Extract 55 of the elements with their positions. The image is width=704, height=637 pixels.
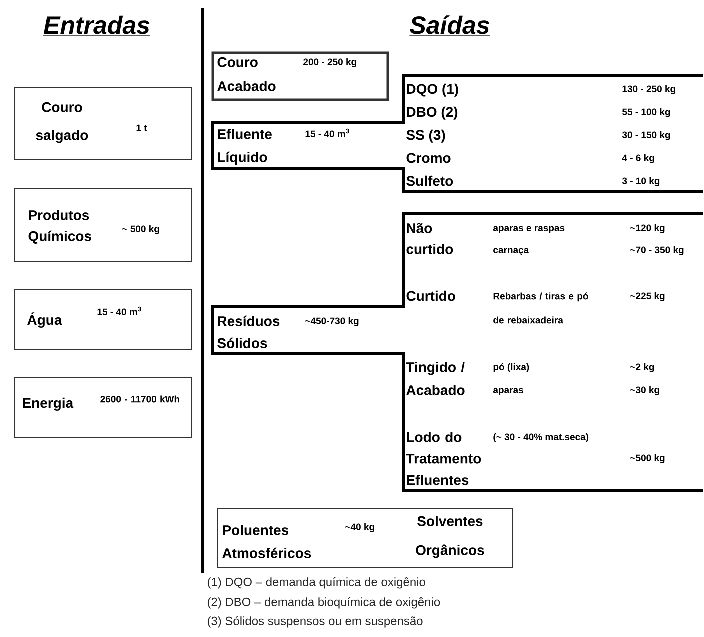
category-label: Cromo xyxy=(406,153,451,164)
category-label: Produtos Químicos xyxy=(28,210,92,244)
amount-label: carnaça xyxy=(494,248,530,256)
amount-label: pó (lixa) xyxy=(494,363,530,372)
input-box xyxy=(14,188,192,262)
amount-label: ~40 kg xyxy=(346,524,374,532)
amount-label: ~30 kg xyxy=(630,386,660,396)
amount-label: 4 - 6 kg xyxy=(622,154,654,164)
amount-label: ~ 500 kg xyxy=(122,226,160,234)
amount-label: aparas xyxy=(493,388,524,396)
category-label: Couro salgado xyxy=(36,102,88,144)
category-label: Sulfeto xyxy=(406,176,454,186)
category-label: SS (3) xyxy=(406,130,446,143)
category-label: Poluentes Atmosféricos xyxy=(222,525,312,558)
category-label: Lodo do Tratamento Efluentes xyxy=(406,432,482,486)
stepped-box xyxy=(212,212,703,492)
output-box xyxy=(218,508,514,568)
input-box xyxy=(14,290,192,350)
category-label: Couro Acabado xyxy=(218,57,276,92)
amount-label: 3 - 10 kg xyxy=(622,178,660,186)
category-label: Água xyxy=(28,312,62,328)
amount-label: 2600 - 11700 kWh xyxy=(100,396,180,403)
amount-label: 30 - 150 kg xyxy=(622,132,670,140)
category-label: Energia xyxy=(23,398,74,411)
category-label: DBO (2) xyxy=(407,106,458,120)
category-label: Tingido / Acabado xyxy=(406,362,465,396)
category-label: Não curtido xyxy=(406,223,454,254)
category-label: Efluente Líquido xyxy=(218,129,272,166)
amount-label: ~500 kg xyxy=(630,454,665,464)
amount-label: ~2 kg xyxy=(630,364,654,372)
amount-label: 1 t xyxy=(136,124,148,132)
amount-label: 15 - 40 m$^{3}$ xyxy=(98,306,142,316)
amount-label: ~450-730 kg xyxy=(306,318,359,326)
category-label: Solventes Orgânicos xyxy=(416,516,484,558)
amount-label: 200 - 250 kg xyxy=(304,58,356,68)
footnote: (3) Sólidos suspensos ou em suspensão xyxy=(208,616,423,628)
heading: Saídas xyxy=(410,16,490,36)
stepped-box xyxy=(212,74,703,194)
amount-label: (~ 30 - 40% mat.seca) xyxy=(494,434,589,442)
amount-label: Rebarbas / tiras e pó de rebaixadeira xyxy=(494,292,588,324)
amount-label: ~70 - 350 kg xyxy=(630,246,684,256)
amount-label: aparas e raspas xyxy=(493,226,565,234)
amount-label: ~120 kg xyxy=(630,224,665,234)
output-box xyxy=(212,52,390,102)
footnote: (2) DBO – demanda bioquímica de oxigênio xyxy=(208,597,440,609)
amount-label: 55 - 100 kg xyxy=(622,108,670,118)
amount-label: 130 - 250 kg xyxy=(622,86,676,94)
category-label: DQO (1) xyxy=(407,84,458,97)
input-box xyxy=(14,88,192,160)
category-label: Curtido xyxy=(406,290,456,302)
input-box xyxy=(14,378,192,438)
heading: Entradas xyxy=(43,16,151,36)
amount-label: ~225 kg xyxy=(630,292,665,302)
amount-label: 15 - 40 m$^{3}$ xyxy=(306,128,350,138)
category-label: Resíduos Sólidos xyxy=(218,316,280,348)
